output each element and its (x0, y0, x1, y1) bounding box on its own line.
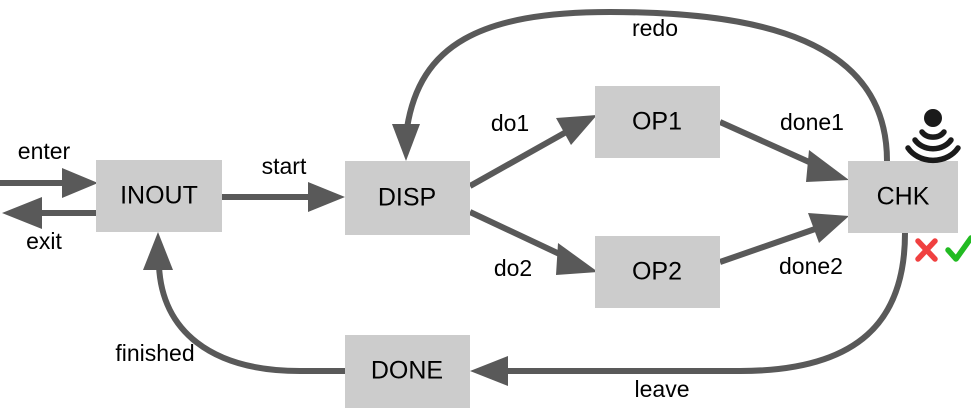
edge-done1-arrowhead (806, 150, 849, 182)
edge-leave-path (500, 232, 908, 374)
edge-finished: finished (115, 232, 345, 374)
node-disp-label: DISP (378, 184, 436, 212)
edge-done1-path (718, 119, 820, 169)
edge-done2-arrowhead (808, 213, 849, 243)
node-op2-label: OP2 (632, 258, 682, 286)
edge-exit-arrowhead (2, 197, 42, 229)
cross-mark-stroke-2 (915, 238, 938, 262)
edge-label-done1: done1 (780, 109, 844, 135)
node-chk-box[interactable] (848, 161, 958, 233)
edge-label-exit: exit (26, 228, 62, 254)
edge-done1: done1 (718, 109, 849, 182)
edge-finished-arrowhead (143, 232, 173, 270)
node-op2[interactable]: OP2 (595, 236, 720, 308)
edge-label-redo: redo (632, 15, 678, 41)
edge-label-done2: done2 (779, 253, 843, 279)
edge-finished-path (156, 265, 345, 374)
node-op1-box[interactable] (595, 86, 720, 158)
node-inout-label: INOUT (120, 182, 198, 210)
node-inout-box[interactable] (96, 160, 222, 232)
signal-icon (905, 109, 961, 164)
edge-do2-arrowhead (556, 243, 598, 275)
edge-do1-path (468, 128, 570, 189)
edge-leave: leave (470, 232, 908, 402)
node-chk-label: CHK (877, 183, 930, 211)
edge-redo-arrowhead (392, 124, 420, 161)
node-op1[interactable]: OP1 (595, 86, 720, 158)
signal-icon-dot (924, 109, 942, 127)
edge-start-arrowhead (308, 182, 345, 212)
edge-leave-arrowhead (470, 356, 508, 386)
edge-enter: enter (0, 138, 98, 198)
signal-icon-arc-3 (905, 145, 961, 164)
cross-mark-icon (915, 238, 938, 262)
edge-do1: do1 (468, 110, 597, 189)
edge-do2-path (468, 209, 570, 261)
node-done-box[interactable] (345, 335, 470, 408)
edge-redo-path (404, 8, 890, 162)
check-mark-stroke (945, 235, 971, 262)
edge-enter-arrowhead (62, 168, 98, 198)
node-op1-label: OP1 (632, 108, 682, 136)
node-done[interactable]: DONE (345, 335, 470, 408)
node-chk[interactable]: CHK (848, 161, 958, 233)
edge-label-do1: do1 (491, 110, 529, 136)
edge-done2: done2 (719, 213, 849, 279)
node-inout[interactable]: INOUT (96, 160, 222, 232)
node-done-label: DONE (371, 357, 443, 385)
edge-label-leave: leave (635, 376, 690, 402)
signal-icon-arc-2 (912, 137, 954, 152)
node-disp[interactable]: DISP (345, 161, 470, 235)
edge-label-enter: enter (18, 138, 71, 164)
edge-do1-arrowhead (556, 115, 597, 145)
node-op2-box[interactable] (595, 236, 720, 308)
node-disp-box[interactable] (345, 161, 470, 235)
signal-icon-arc-1 (919, 129, 947, 140)
edge-label-start: start (262, 153, 307, 179)
edge-exit: exit (2, 197, 96, 254)
edge-do2: do2 (468, 209, 598, 281)
edge-label-do2: do2 (494, 255, 532, 281)
check-mark-icon (945, 235, 971, 262)
edge-done2-path (719, 225, 819, 265)
edge-start: start (222, 153, 345, 212)
edge-redo: redo (392, 8, 890, 162)
edge-label-finished: finished (115, 340, 194, 366)
